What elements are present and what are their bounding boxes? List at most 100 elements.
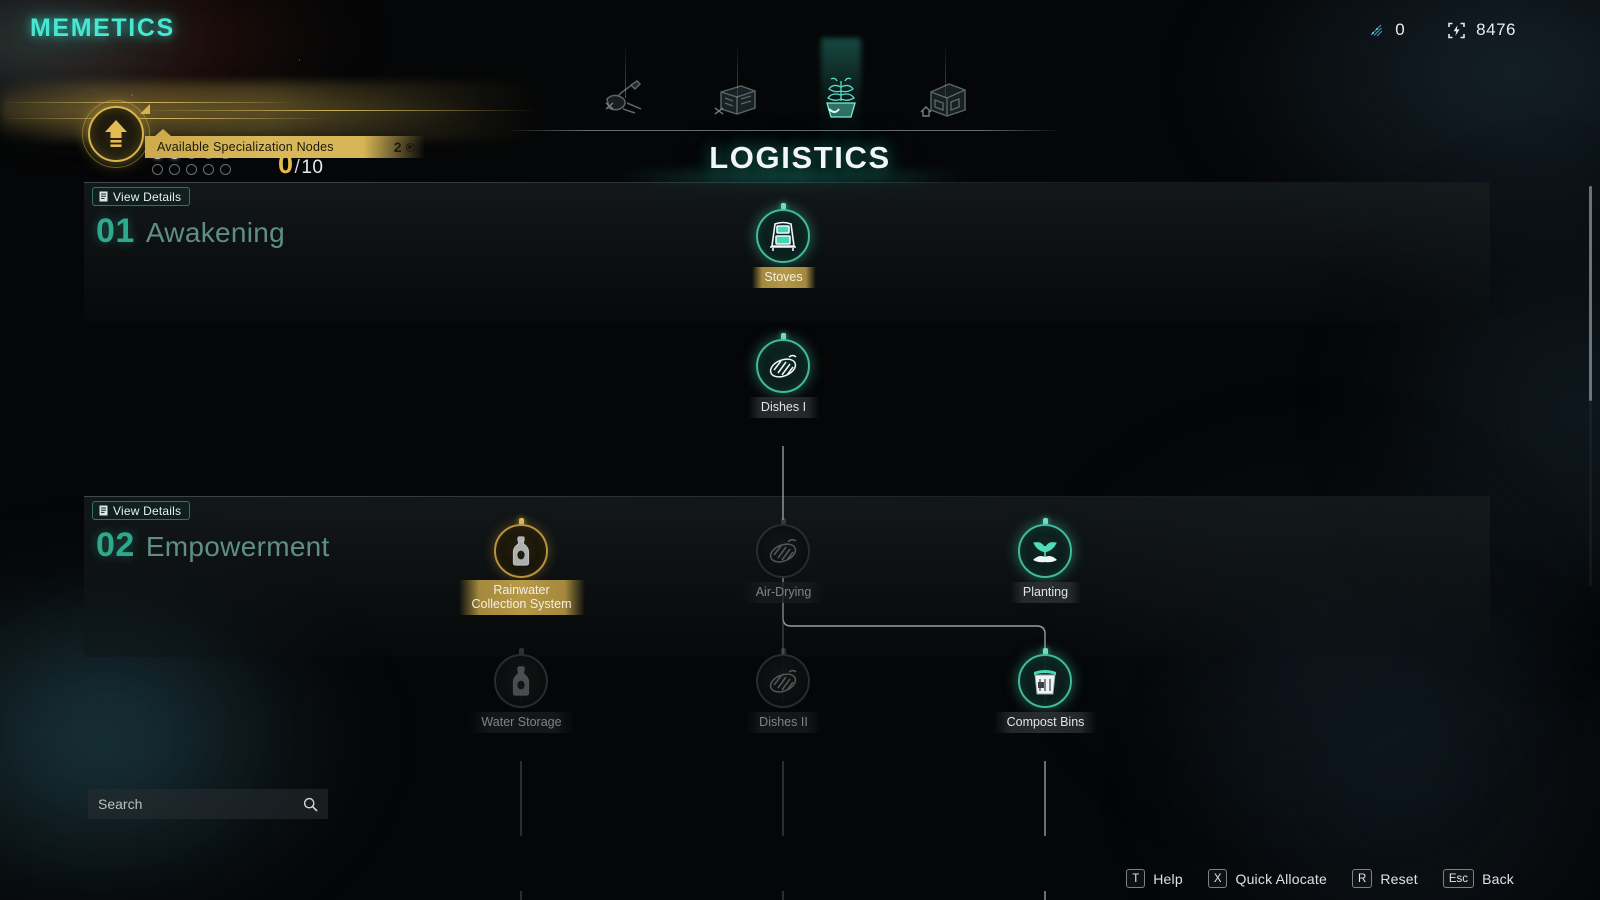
currency-energy: 8476 [1447,20,1516,40]
dish-icon [769,538,797,563]
hotkey-back[interactable]: Esc Back [1442,869,1514,888]
search-input[interactable]: Search [98,796,143,812]
node-label: Compost Bins [993,712,1098,733]
page-title-memetics: MEMETICS [30,14,175,42]
energy-cell-icon [1447,21,1466,40]
level-notch [140,104,150,114]
level-wire [0,102,300,103]
footer-hotkey-bar: T Help X Quick Allocate R Reset Esc Back [1126,869,1514,888]
category-tab-crafting[interactable] [706,42,768,128]
skill-node-dishes-2[interactable]: Dishes II [746,648,821,733]
tier-1-name: Awakening [145,217,286,248]
current-category-title: LOGISTICS [709,140,891,175]
hotkey-help[interactable]: T Help [1126,869,1183,888]
node-label: Dishes II [746,712,821,733]
dish-icon [769,354,797,378]
shard-value: 0 [1395,20,1406,39]
node-cap [519,518,524,525]
skill-node-dishes-1[interactable]: Dishes I [747,333,820,418]
node-label: Water Storage [468,712,575,733]
bottle-icon [512,666,530,696]
node-label: Planting [1009,582,1082,603]
category-line [736,42,738,98]
rank-up-arrow-icon [105,120,127,147]
level-widget: 0/10 [0,60,560,179]
node-ring[interactable] [494,654,548,708]
shard-icon [1368,22,1385,39]
tier-1-number: 01 [96,212,135,250]
category-line [944,42,946,98]
node-ring[interactable] [756,654,810,708]
skill-tree-area: View Details 01 Awakening View Details 0… [0,182,1600,900]
pip [220,164,231,175]
pip [152,164,163,175]
tier-1-heading: 01 Awakening [96,212,285,251]
node-cap [519,648,524,655]
category-tab-shelter[interactable] [914,42,976,128]
pip [169,164,180,175]
document-icon [99,505,108,516]
skill-node-compost-bins[interactable]: Compost Bins [993,648,1098,733]
skill-node-stoves[interactable]: Stoves [751,203,816,288]
hotkey-key: R [1352,869,1373,888]
currency-bar: 0 8476 [1368,20,1516,40]
level-wire [130,110,540,111]
skill-node-water-storage[interactable]: Water Storage [468,648,575,733]
level-ring-outer [82,100,150,168]
level-max: 10 [301,157,324,178]
level-glow [0,82,540,140]
node-ring[interactable] [1018,524,1072,578]
search-box[interactable]: Search [88,789,328,819]
search-icon[interactable] [303,797,318,812]
bottle-icon [512,536,530,566]
tier-divider [84,496,1490,497]
tier-divider [84,182,1490,183]
hotkey-reset[interactable]: R Reset [1352,869,1418,888]
node-label: Air-Drying [742,582,825,603]
hotkey-key: X [1207,869,1228,888]
hotkey-quick-allocate[interactable]: X Quick Allocate [1207,869,1327,888]
node-ring[interactable] [756,339,810,393]
view-details-button-tier-1[interactable]: View Details [92,187,191,206]
category-tab-logistics[interactable] [810,38,872,158]
workbench-icon [714,85,756,115]
node-ring[interactable] [494,524,548,578]
compost-icon [1034,670,1056,695]
skill-node-rainwater-collection-system[interactable]: Rainwater Collection System [458,518,585,615]
node-cap [781,648,786,655]
spec-banner-count-group: 2 [394,139,415,155]
stove-icon [770,221,796,251]
document-icon [99,191,108,202]
category-tab-tools[interactable] [594,42,656,128]
view-details-label: View Details [113,503,182,518]
scrollbar-thumb[interactable] [1589,186,1592,401]
view-details-button-tier-2[interactable]: View Details [92,501,191,520]
level-separator: / [294,157,301,178]
currency-shard: 0 [1368,20,1405,40]
sprout-icon [1033,542,1057,563]
node-label: Stoves [751,267,816,288]
view-details-label: View Details [113,189,182,204]
tools-icon [605,80,642,114]
pip [203,164,214,175]
tier-2-name: Empowerment [145,531,330,562]
spec-banner-label: Available Specialization Nodes [157,140,334,154]
pip [186,164,197,175]
level-rank-badge[interactable] [88,106,144,162]
house-icon [920,83,966,117]
pip-row [152,164,231,175]
skill-node-air-drying[interactable]: Air-Drying [742,518,825,603]
skill-node-planting[interactable]: Planting [1009,518,1082,603]
level-wire [0,118,330,119]
star-field [131,58,300,96]
hotkey-label: Help [1153,870,1183,887]
node-ring[interactable] [756,524,810,578]
node-ring[interactable] [756,209,810,263]
node-cap [1043,518,1048,525]
node-cap [781,333,786,340]
energy-value: 8476 [1476,20,1516,39]
available-specialization-nodes-banner: Available Specialization Nodes 2 [145,129,425,158]
node-ring[interactable] [1018,654,1072,708]
hotkey-key: T [1126,869,1146,888]
hotkey-label: Back [1482,870,1514,887]
